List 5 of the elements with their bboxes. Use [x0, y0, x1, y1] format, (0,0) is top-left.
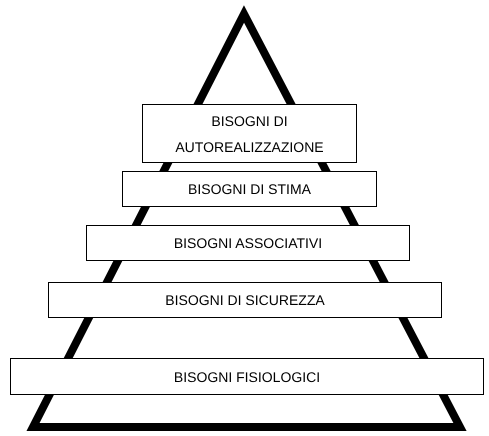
level-box: BISOGNI ASSOCIATIVI	[86, 225, 410, 261]
level-box: BISOGNI DI AUTOREALIZZAZIONE	[142, 104, 357, 163]
level-box: BISOGNI FISIOLOGICI	[10, 358, 484, 395]
level-box: BISOGNI DI SICUREZZA	[48, 282, 442, 318]
level-box: BISOGNI DI STIMA	[122, 171, 377, 207]
